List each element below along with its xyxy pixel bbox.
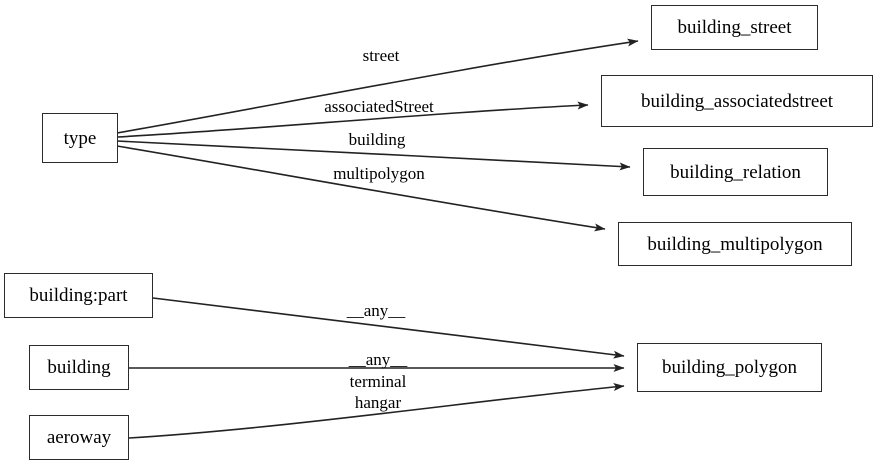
edge-label-building: building — [348, 130, 406, 150]
edge-label-street: street — [362, 46, 400, 66]
edge-label-associatedstreet: associatedStreet — [324, 97, 434, 117]
node-building-street[interactable]: building_street — [651, 5, 818, 50]
node-label: building_multipolygon — [647, 233, 823, 255]
node-label: building:part — [29, 285, 128, 306]
node-type[interactable]: type — [42, 113, 118, 163]
edge-label-terminal: terminal — [349, 372, 407, 392]
node-label: building_relation — [670, 161, 801, 183]
node-label: type — [63, 127, 97, 149]
edge-type-building_relation — [116, 140, 631, 171]
edge-aeroway-building_polygon — [128, 383, 625, 439]
edge-label-any-part: __any__ — [346, 301, 406, 321]
edge-label-hangar: hangar — [354, 393, 402, 413]
node-aeroway[interactable]: aeroway — [29, 415, 129, 460]
node-label: building_street — [677, 17, 792, 38]
node-label: aeroway — [46, 427, 112, 448]
edge-type-building_multipolygon — [116, 145, 606, 232]
edge-type-building_associatedstreet — [116, 101, 589, 138]
node-label: building_polygon — [661, 357, 798, 378]
edge-label-multipolygon: multipolygon — [333, 164, 425, 184]
node-building[interactable]: building — [29, 345, 129, 390]
node-label: building_associatedstreet — [640, 90, 834, 112]
edge-label-any-building: __any__ — [348, 350, 408, 370]
edge-type-building_street — [116, 38, 639, 134]
node-building-associatedstreet[interactable]: building_associatedstreet — [601, 75, 873, 127]
node-label: building — [47, 357, 111, 378]
edge-building_part-building_polygon — [152, 297, 625, 359]
node-building-relation[interactable]: building_relation — [643, 148, 828, 196]
node-building-multipolygon[interactable]: building_multipolygon — [618, 222, 852, 266]
node-building-polygon[interactable]: building_polygon — [637, 343, 822, 392]
node-building-part[interactable]: building:part — [4, 273, 153, 318]
